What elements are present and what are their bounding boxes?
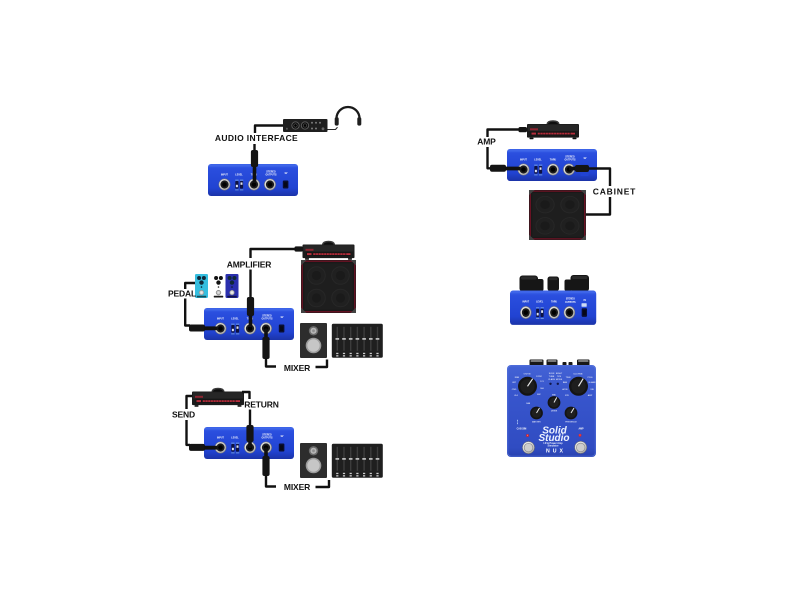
svg-text:MODE: MODE (556, 379, 563, 381)
svg-text:CAB: CAB (526, 402, 531, 405)
svg-text:AMPLIFIER: AMPLIFIER (227, 259, 271, 269)
svg-text:Studio: Studio (538, 433, 569, 444)
svg-text:906: 906 (540, 388, 544, 390)
svg-text:CABINET: CABINET (593, 186, 636, 196)
svg-text:DRIVE: DRIVE (551, 411, 558, 413)
svg-text:MIXER: MIXER (284, 363, 310, 373)
svg-text:DYN2: DYN2 (536, 376, 542, 378)
svg-text:STK: STK (565, 395, 570, 397)
svg-text:TWN: TWN (566, 377, 571, 379)
svg-text:CLASS: CLASS (548, 378, 555, 381)
svg-text:AMP: AMP (477, 137, 496, 147)
svg-text:121: 121 (540, 381, 544, 383)
svg-text:U87: U87 (512, 382, 517, 384)
svg-text:CAB SIM: CAB SIM (517, 428, 527, 431)
svg-text:CND: CND (512, 389, 517, 391)
svg-text:414: 414 (514, 395, 518, 397)
svg-text:TUBE: TUBE (549, 376, 555, 378)
svg-text:SEND: SEND (172, 409, 195, 419)
svg-text:SLDN: SLDN (549, 373, 555, 375)
svg-text:TKS: TKS (557, 376, 562, 378)
svg-text:MIXER: MIXER (284, 482, 310, 492)
svg-text:57DYN: 57DYN (524, 374, 531, 376)
svg-text:MID: MID (552, 395, 556, 397)
svg-text:PRESENCE: PRESENCE (565, 421, 577, 423)
svg-text:MIC: MIC (537, 394, 541, 396)
svg-text:AMP: AMP (588, 394, 593, 397)
svg-text:P100: P100 (588, 377, 594, 379)
svg-text:NUX: NUX (546, 449, 566, 455)
svg-text:I.R & Power Amp: I.R & Power Amp (543, 442, 563, 445)
svg-text:PEDAL: PEDAL (168, 288, 196, 298)
svg-text:BAS: BAS (563, 381, 568, 384)
svg-text:MASTER: MASTER (532, 420, 541, 423)
svg-text:Simulator: Simulator (547, 445, 558, 448)
svg-text:Solid: Solid (542, 426, 567, 437)
svg-text:RETURN: RETURN (244, 399, 279, 409)
svg-text:AUDIO INTERFACE: AUDIO INTERFACE (215, 133, 298, 143)
svg-text:RBN: RBN (515, 377, 520, 379)
svg-text:AMP: AMP (578, 428, 584, 431)
svg-text:EIGHT: EIGHT (556, 373, 563, 375)
svg-text:B-MAN: B-MAN (589, 381, 596, 384)
svg-text:DLX RVB: DLX RVB (574, 374, 583, 376)
svg-text:AC30: AC30 (562, 388, 568, 391)
svg-text:VIB: VIB (590, 389, 594, 391)
